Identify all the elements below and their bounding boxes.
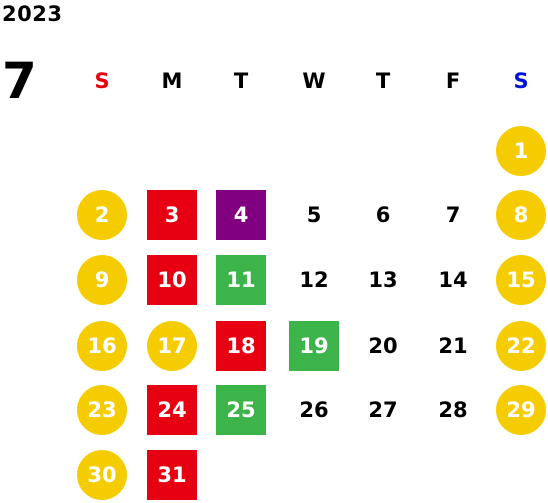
day-6: 6 — [375, 203, 391, 227]
day-8: 8 — [496, 190, 546, 240]
year-label: 2023 — [2, 2, 63, 26]
day-12: 12 — [299, 268, 329, 292]
weekday-thursday: T — [375, 69, 391, 93]
day-3: 3 — [147, 190, 197, 240]
day-4: 4 — [216, 190, 266, 240]
weekday-sunday: S — [94, 69, 110, 93]
day-11: 11 — [216, 255, 266, 305]
day-17: 17 — [147, 321, 197, 371]
day-5: 5 — [306, 203, 322, 227]
day-20: 20 — [368, 334, 398, 358]
weekday-monday: M — [161, 69, 183, 93]
day-29: 29 — [496, 385, 546, 435]
day-26: 26 — [299, 398, 329, 422]
day-7: 7 — [445, 203, 461, 227]
day-1: 1 — [496, 126, 546, 176]
day-27: 27 — [368, 398, 398, 422]
day-30: 30 — [77, 450, 127, 500]
month-number: 7 — [2, 52, 37, 110]
day-2: 2 — [77, 190, 127, 240]
day-9: 9 — [77, 255, 127, 305]
day-16: 16 — [77, 321, 127, 371]
day-31: 31 — [147, 450, 197, 500]
day-28: 28 — [438, 398, 468, 422]
weekday-wednesday: W — [302, 69, 326, 93]
weekday-saturday: S — [513, 69, 529, 93]
day-22: 22 — [496, 321, 546, 371]
day-19: 19 — [289, 321, 339, 371]
day-25: 25 — [216, 385, 266, 435]
day-24: 24 — [147, 385, 197, 435]
day-14: 14 — [438, 268, 468, 292]
day-15: 15 — [496, 255, 546, 305]
day-18: 18 — [216, 321, 266, 371]
day-21: 21 — [438, 334, 468, 358]
weekday-tuesday: T — [233, 69, 249, 93]
day-10: 10 — [147, 255, 197, 305]
day-13: 13 — [368, 268, 398, 292]
day-23: 23 — [77, 385, 127, 435]
weekday-friday: F — [445, 69, 461, 93]
